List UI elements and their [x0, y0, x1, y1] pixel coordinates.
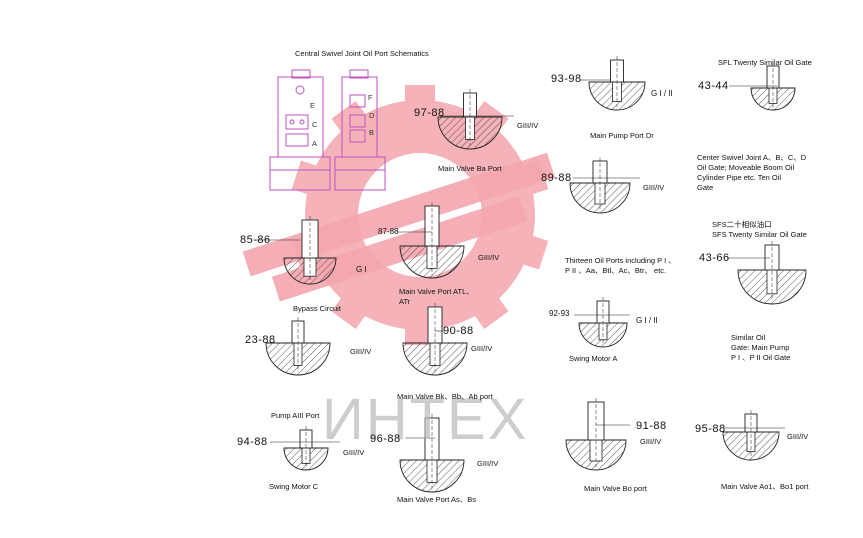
thread-label: G I — [356, 265, 367, 274]
thread-label: GIII/IV — [478, 253, 500, 262]
size-label: 87-88 — [378, 227, 399, 236]
part-caption: Main Valve Bo port — [584, 484, 647, 493]
size-label: 96-88 — [370, 433, 401, 445]
fitting-swing-a — [574, 297, 630, 348]
fitting-swivel-abcd — [569, 157, 640, 214]
port-letter-a: A — [312, 139, 317, 148]
port-letter-c: C — [312, 120, 318, 129]
fitting-ao1 — [722, 410, 785, 461]
fitting-bk2 — [402, 303, 468, 376]
fitting-dr — [580, 56, 646, 111]
size-label: 93-98 — [551, 73, 582, 85]
port-letter-b: B — [369, 128, 374, 137]
size-label: 23-88 — [245, 334, 276, 346]
fitting-sfl — [729, 62, 796, 111]
part-caption: Swing Motor C — [269, 482, 319, 491]
part-caption: Main Valve Port ATL、 ATr — [399, 287, 474, 306]
fitting-as — [399, 414, 465, 493]
size-label: 95-88 — [695, 423, 726, 435]
port-letter-e: E — [310, 101, 315, 110]
part-caption: Main Valve Ba Port — [438, 164, 502, 173]
thread-label: GIII/IV — [471, 344, 493, 353]
size-label: 97-88 — [414, 107, 445, 119]
part-caption: Center Swivel Joint A、B、C、D Oil Gate; Mo… — [697, 153, 807, 192]
gear-tooth — [510, 231, 549, 270]
thread-label: G I / II — [651, 89, 673, 98]
gear-tooth — [331, 287, 374, 329]
part-caption: Bypass Circuit — [293, 304, 341, 313]
thread-label: GIII/IV — [517, 121, 539, 130]
part-caption: Swing Motor A — [569, 354, 618, 363]
gear-tooth — [405, 85, 435, 115]
watermark-letters: ИНТЕХ — [322, 387, 529, 452]
thread-label: GIII/IV — [343, 448, 365, 457]
gear-tooth — [466, 287, 509, 329]
thread-label: GIII/IV — [643, 183, 665, 192]
size-label: 94-88 — [237, 436, 268, 448]
part-caption: SFS二十相似油口 SFS Twenty Similar Oil Gate — [712, 220, 807, 239]
size-label: 89-88 — [541, 172, 572, 184]
fitting-ba — [437, 89, 514, 150]
port-letter-f: F — [368, 93, 373, 102]
part-caption: SFL Twenty Similar Oil Gate — [718, 58, 812, 67]
size-label: 43-66 — [699, 252, 730, 264]
fitting-atl — [397, 202, 465, 279]
part-caption: Similar Oil Gate: Main Pump P I 、P II Oi… — [731, 333, 791, 362]
size-label: 92-93 — [549, 309, 570, 318]
diagram-title: Central Swivel Joint Oil Port Schematics — [295, 49, 429, 58]
fitting-swing-c — [270, 426, 340, 471]
gear-bands — [242, 152, 556, 302]
fitting-sfs — [727, 241, 807, 305]
fitting-bore — [598, 322, 608, 341]
port-letter-d: D — [369, 111, 375, 120]
thread-label: GIII/IV — [350, 347, 372, 356]
thread-label: GIII/IV — [477, 459, 499, 468]
fitting-bk — [265, 317, 331, 376]
fitting-bo — [565, 398, 630, 471]
size-label: 85-86 — [240, 234, 271, 246]
part-caption: Main Valve Ao1、Bo1 port — [721, 482, 809, 491]
size-label: 43-44 — [698, 80, 729, 92]
fitting-bypass — [256, 216, 337, 285]
part-caption: Main Valve Port As、Bs — [397, 495, 477, 504]
thread-label: GIII/IV — [787, 432, 809, 441]
part-caption-top: Pump AIII Port — [271, 411, 320, 420]
thread-label: G I / II — [636, 316, 658, 325]
thread-label: GIII/IV — [640, 437, 662, 446]
size-label: 90-88 — [443, 325, 474, 337]
part-caption: Main Pump Port Dr — [590, 131, 654, 140]
part-caption: Thirteen Oil Ports including P I 、 P II … — [565, 256, 676, 275]
size-label: 91-88 — [636, 420, 667, 432]
part-caption: Main Valve Bk、Bb、Ab port — [397, 392, 493, 401]
